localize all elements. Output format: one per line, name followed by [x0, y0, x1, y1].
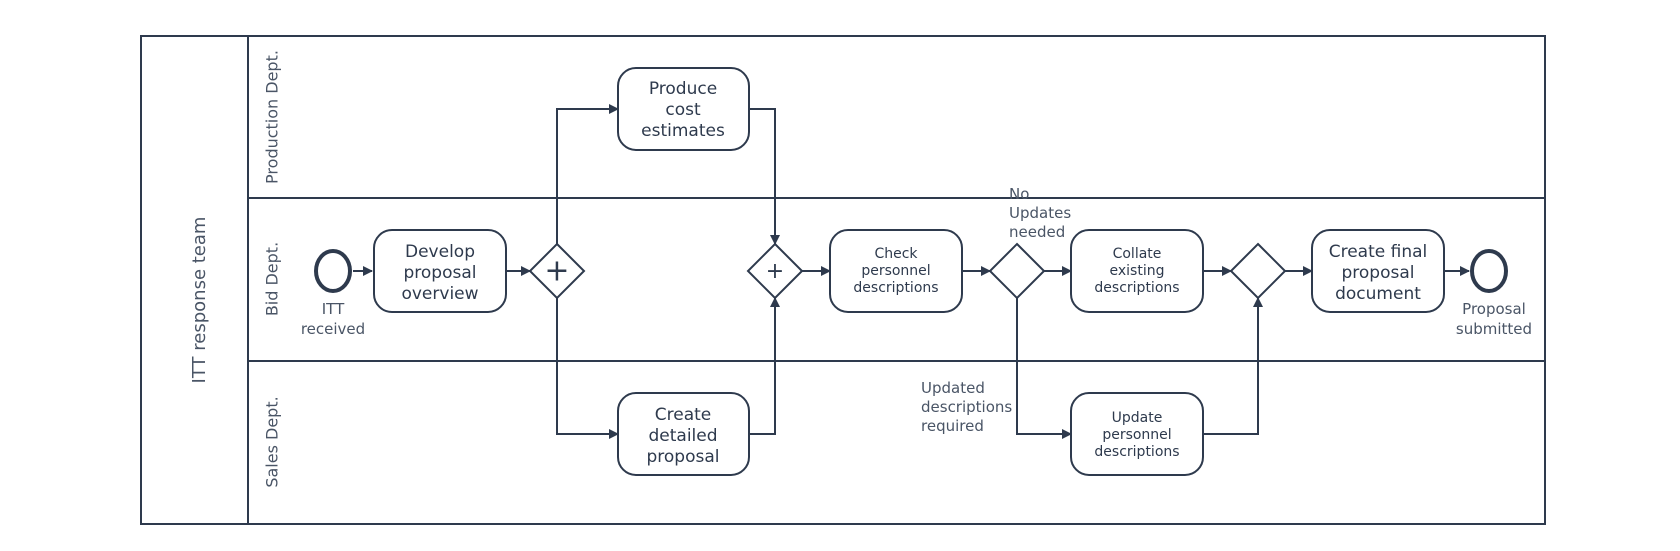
task-box[interactable]: [1070, 229, 1204, 313]
task-label-line: Check: [874, 246, 918, 262]
task-label-line: Update: [1112, 410, 1163, 426]
gateway-exclusive-decision[interactable]: [988, 242, 1046, 300]
task-box[interactable]: [617, 392, 750, 476]
start-event-circle[interactable]: [314, 249, 352, 293]
gateway-parallel-split[interactable]: +: [528, 242, 586, 300]
flow-decision-to-update: [1016, 298, 1072, 439]
pool-border: [140, 35, 1546, 525]
task-label-line: document: [1335, 284, 1421, 304]
task-label-line: descriptions: [1094, 280, 1179, 296]
end-event-label-line-1: Proposal: [1462, 300, 1526, 318]
task-label-line: descriptions: [1094, 444, 1179, 460]
task-collate-existing-descriptions[interactable]: Collate existing descriptions: [1070, 229, 1204, 313]
flow-label-line: No: [1009, 185, 1029, 203]
flow-update-to-merge: [1203, 297, 1263, 435]
lane-label-sales: Sales Dept.: [263, 396, 282, 487]
flow-produce-to-join: [749, 108, 780, 245]
task-label-line: Develop: [405, 242, 475, 262]
start-event-label-line-2: received: [301, 320, 365, 338]
end-event-label-line-2: submitted: [1456, 320, 1532, 338]
lane-label-bid: Bid Dept.: [263, 242, 282, 316]
flow-split-to-produce: [556, 104, 619, 244]
task-label-line: personnel: [861, 263, 930, 279]
plus-icon: +: [544, 254, 569, 289]
gateway-parallel-join[interactable]: +: [746, 242, 804, 300]
task-label-line: detailed: [648, 426, 717, 446]
task-box[interactable]: [373, 229, 507, 313]
task-label-line: cost: [665, 100, 701, 120]
end-event[interactable]: Proposal submitted: [1456, 249, 1532, 338]
pool: ITT response team Production Dept. Bid D…: [140, 35, 1546, 525]
task-label-line: Collate: [1113, 246, 1162, 262]
task-label-line: estimates: [641, 121, 725, 141]
task-create-detailed-proposal[interactable]: Create detailed proposal: [617, 392, 750, 476]
task-box[interactable]: [617, 67, 750, 151]
flow-label-line: Updated: [921, 379, 985, 397]
task-label-line: overview: [401, 284, 478, 304]
parallel-gateway-diamond[interactable]: [746, 242, 804, 300]
start-event-label-line-1: ITT: [322, 300, 345, 318]
flow-label-line: Updates: [1009, 204, 1071, 222]
lane-label-production: Production Dept.: [263, 50, 282, 184]
task-box[interactable]: [829, 229, 963, 313]
task-develop-proposal-overview[interactable]: Develop proposal overview: [373, 229, 507, 313]
flow-label-line: needed: [1009, 223, 1065, 241]
task-box[interactable]: [1311, 229, 1445, 313]
task-label-line: Create final: [1329, 242, 1428, 262]
pool-label: ITT response team: [189, 217, 210, 384]
task-label-line: proposal: [404, 263, 477, 283]
task-label-line: Produce: [649, 79, 717, 99]
task-update-personnel-descriptions[interactable]: Update personnel descriptions: [1070, 392, 1204, 476]
end-event-circle[interactable]: [1470, 249, 1508, 293]
task-check-personnel-descriptions[interactable]: Check personnel descriptions: [829, 229, 963, 313]
task-box[interactable]: [1070, 392, 1204, 476]
task-label-line: proposal: [1342, 263, 1415, 283]
start-event[interactable]: ITT received: [301, 249, 365, 338]
task-label-line: existing: [1110, 263, 1165, 279]
flow-create-detailed-to-join: [749, 297, 780, 435]
flow-label-no-updates-needed: No Updates needed: [1009, 185, 1071, 241]
task-label-line: descriptions: [853, 280, 938, 296]
flow-label-updated-descriptions-required: Updated descriptions required: [921, 379, 1012, 435]
flow-label-line: required: [921, 417, 984, 435]
flow-split-to-create-detailed: [556, 298, 619, 439]
task-produce-cost-estimates[interactable]: Produce cost estimates: [617, 67, 750, 151]
gateway-exclusive-merge[interactable]: [1229, 242, 1287, 300]
sequence-flows: [353, 104, 1470, 439]
plus-icon: +: [766, 259, 784, 284]
parallel-gateway-diamond[interactable]: [528, 242, 586, 300]
task-label-line: Create: [655, 405, 712, 425]
flow-label-line: descriptions: [921, 398, 1012, 416]
task-label-line: proposal: [647, 447, 720, 467]
task-create-final-proposal-document[interactable]: Create final proposal document: [1311, 229, 1445, 313]
task-label-line: personnel: [1102, 427, 1171, 443]
